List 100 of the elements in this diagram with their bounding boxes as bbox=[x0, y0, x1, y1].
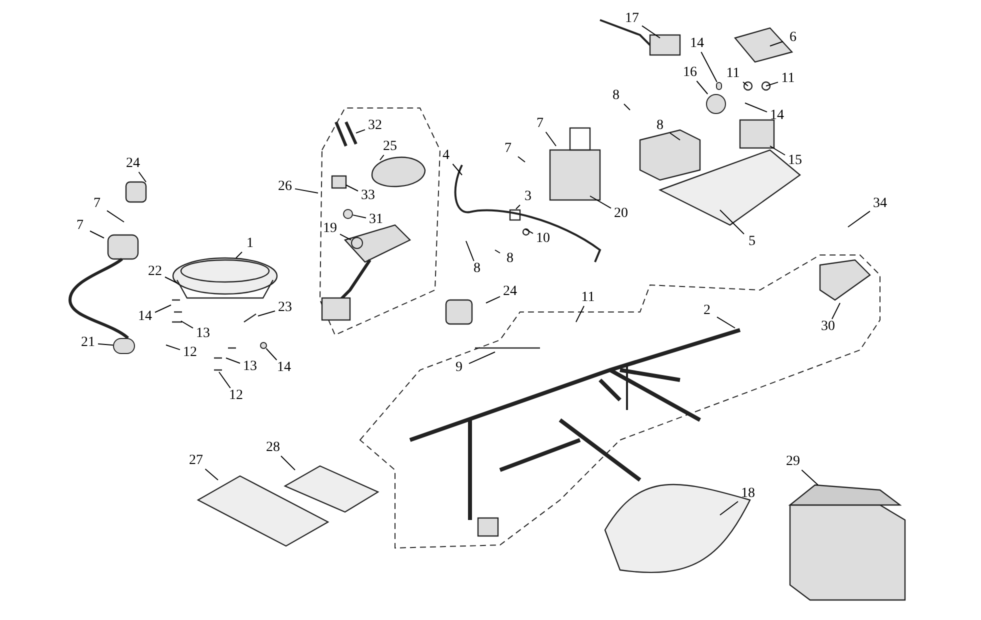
callout-number: 32 bbox=[365, 118, 385, 134]
callout-number: 5 bbox=[742, 234, 762, 250]
callout-number: 24 bbox=[123, 156, 143, 172]
leader-line bbox=[452, 164, 462, 176]
callout-number: 24 bbox=[500, 284, 520, 300]
leader-line bbox=[138, 172, 146, 182]
leader-line bbox=[770, 40, 784, 46]
leader-line bbox=[226, 358, 240, 364]
leader-line bbox=[280, 456, 296, 470]
leader-line bbox=[340, 234, 352, 240]
leader-line bbox=[218, 372, 231, 388]
callout-number: 23 bbox=[275, 300, 295, 316]
leader-line bbox=[352, 214, 366, 218]
leader-line bbox=[90, 230, 104, 238]
callout-number: 8 bbox=[606, 88, 626, 104]
leader-line bbox=[832, 302, 840, 320]
callout-number: 22 bbox=[145, 264, 165, 280]
callout-number: 12 bbox=[226, 388, 246, 404]
leader-line bbox=[545, 132, 556, 146]
leader-line bbox=[720, 210, 744, 234]
callout-number: 11 bbox=[578, 290, 598, 306]
callout-number: 3 bbox=[518, 189, 538, 205]
callout-number: 21 bbox=[78, 335, 98, 351]
leader-line bbox=[294, 188, 318, 194]
leader-line bbox=[642, 25, 660, 38]
callout-number: 13 bbox=[240, 359, 260, 375]
callout-number: 34 bbox=[870, 196, 890, 212]
callout-number: 20 bbox=[611, 206, 631, 222]
callout-number: 29 bbox=[783, 454, 803, 470]
leader-line bbox=[624, 104, 630, 110]
leader-line bbox=[770, 146, 786, 156]
callout-number: 8 bbox=[467, 261, 487, 277]
leader-line bbox=[742, 82, 748, 86]
callout-number: 26 bbox=[275, 179, 295, 195]
callout-number: 12 bbox=[180, 345, 200, 361]
callout-number: 30 bbox=[818, 319, 838, 335]
leader-line bbox=[670, 132, 680, 140]
callout-number: 7 bbox=[498, 141, 518, 157]
callout-number: 9 bbox=[449, 360, 469, 376]
leader-line bbox=[180, 320, 194, 329]
leader-line bbox=[744, 102, 768, 112]
screw bbox=[716, 82, 722, 90]
spark-plug-cap bbox=[113, 338, 135, 354]
callout-number: 14 bbox=[767, 108, 787, 124]
lock-cylinder bbox=[343, 209, 353, 219]
callout-number: 10 bbox=[533, 231, 553, 247]
leader-line bbox=[356, 129, 366, 134]
callout-number: 6 bbox=[783, 30, 803, 46]
callout-number: 27 bbox=[186, 453, 206, 469]
leader-line bbox=[696, 80, 708, 94]
callout-number: 14 bbox=[687, 36, 707, 52]
leader-line bbox=[164, 276, 178, 284]
leader-line bbox=[801, 470, 818, 486]
callout-number: 13 bbox=[193, 326, 213, 342]
leader-line bbox=[524, 228, 534, 234]
leader-line bbox=[700, 52, 718, 82]
callout-number: 28 bbox=[263, 440, 283, 456]
washer bbox=[260, 342, 266, 348]
callout-number: 14 bbox=[274, 360, 294, 376]
leader-line bbox=[204, 468, 218, 480]
leader-line bbox=[266, 348, 278, 360]
callout-number: 19 bbox=[320, 221, 340, 237]
leader-line bbox=[516, 204, 520, 210]
leader-line bbox=[466, 240, 474, 262]
leader-line bbox=[518, 156, 526, 162]
callout-number: 14 bbox=[135, 309, 155, 325]
callout-number: 16 bbox=[680, 65, 700, 81]
leader-line bbox=[766, 82, 778, 86]
callout-number: 8 bbox=[650, 118, 670, 134]
callout-number: 17 bbox=[622, 11, 642, 27]
switch-knob bbox=[706, 94, 726, 114]
callout-number: 7 bbox=[87, 196, 107, 212]
leader-line bbox=[166, 344, 180, 350]
leader-line bbox=[154, 304, 172, 313]
leader-line bbox=[848, 210, 870, 228]
leader-line bbox=[494, 250, 500, 254]
leader-line bbox=[258, 310, 276, 316]
leader-line bbox=[716, 316, 736, 328]
callout-number: 1 bbox=[240, 236, 260, 252]
leader-line bbox=[98, 343, 114, 346]
leader-line bbox=[720, 501, 738, 516]
callout-number: 7 bbox=[530, 116, 550, 132]
callout-number: 25 bbox=[380, 139, 400, 155]
leader-line bbox=[590, 196, 612, 209]
callout-number: 31 bbox=[366, 212, 386, 228]
leader-line bbox=[486, 296, 500, 304]
leader-line bbox=[468, 352, 496, 364]
callout-number: 11 bbox=[723, 66, 743, 82]
callout-number: 18 bbox=[738, 486, 758, 502]
callout-number: 8 bbox=[500, 251, 520, 267]
callout-number: 2 bbox=[697, 303, 717, 319]
leader-line bbox=[576, 306, 584, 322]
callout-number: 11 bbox=[778, 71, 798, 87]
leader-line bbox=[236, 252, 242, 258]
callout-number: 33 bbox=[358, 188, 378, 204]
callout-number: 4 bbox=[436, 148, 456, 164]
leader-line bbox=[380, 154, 384, 160]
callout-number: 15 bbox=[785, 153, 805, 169]
leader-line bbox=[346, 184, 358, 192]
leader-line bbox=[106, 210, 124, 222]
